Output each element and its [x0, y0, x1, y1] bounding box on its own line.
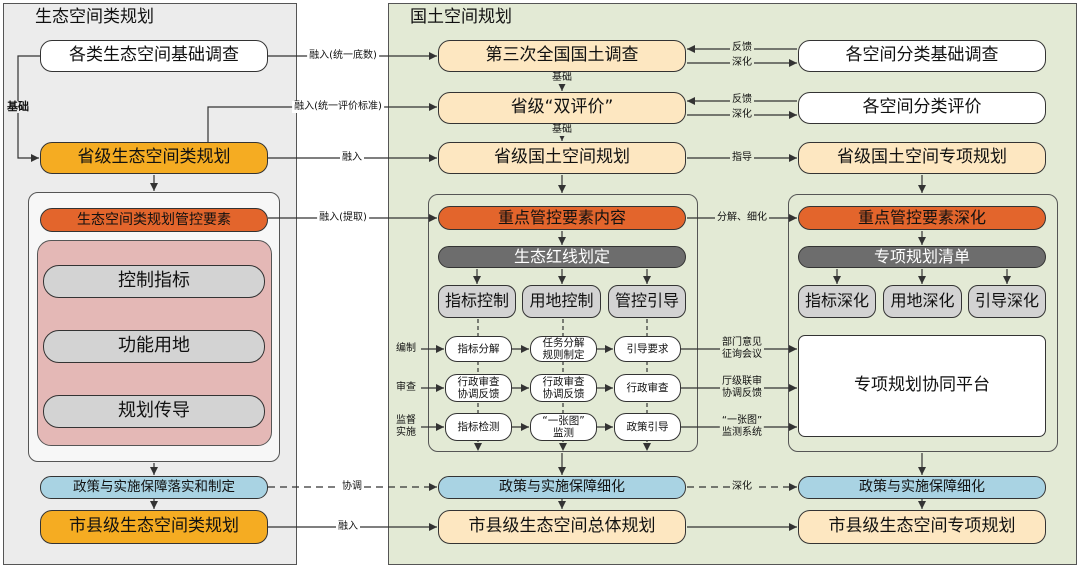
stage-link-label: “一张图” 监测系统	[719, 415, 765, 439]
survey-feedback-label: 反馈	[730, 42, 754, 54]
stage-label-supervise: 监督 实施	[394, 415, 418, 439]
basis-label: 基础	[5, 100, 31, 113]
stage-label-review: 审查	[394, 382, 418, 394]
integrate-provincial-label: 融入	[340, 152, 364, 164]
stage-cell: 政策引导	[614, 413, 681, 441]
special-list-box: 专项规划清单	[798, 246, 1046, 268]
policy-deepen-label: 深化	[730, 481, 754, 493]
stage-cell: 行政审查	[614, 374, 681, 402]
evaluation-feedback-label: 反馈	[730, 94, 754, 106]
category-survey-box: 各空间分类基础调查	[798, 40, 1046, 72]
eco-provincial-box: 省级生态空间类规划	[40, 142, 268, 174]
control-guidance-box: 管控引导	[608, 285, 686, 318]
overall-control-container	[428, 194, 698, 452]
stage-cell: 行政审查 协调反馈	[445, 374, 512, 402]
special-control-container	[788, 194, 1058, 452]
national-survey-box: 第三次全国国土调查	[438, 40, 686, 72]
ecological-panel-title: 生态空间类规划	[35, 7, 154, 27]
deepen-guidance-box: 引导深化	[968, 285, 1046, 318]
stage-cell: 引导要求	[614, 336, 681, 362]
overall-policy-box: 政策与实施保障细化	[438, 476, 686, 499]
territorial-panel-title: 国土空间规划	[410, 7, 512, 27]
eco-control-elements-box: 生态空间类规划管控要素	[40, 208, 268, 232]
stage-cell: 指标分解	[445, 336, 512, 362]
special-provincial-box: 省级国土空间专项规划	[798, 142, 1046, 174]
integrate-evaluation-label: 融入(统一评价标准)	[292, 101, 384, 113]
coordinate-label: 协调	[340, 481, 364, 493]
stage-label-compile: 编制	[394, 343, 418, 355]
special-city-box: 市县级生态空间专项规划	[798, 510, 1046, 544]
stage-cell: 任务分解 规则制定	[530, 336, 597, 362]
eco-city-box: 市县级生态空间类规划	[40, 510, 268, 544]
dual-evaluation-box: 省级“双评价”	[438, 92, 686, 124]
stage-cell: 指标检测	[445, 413, 512, 441]
basis-label-2: 基础	[550, 124, 574, 136]
control-item-land-use: 功能用地	[43, 330, 265, 363]
redline-box: 生态红线划定	[438, 246, 686, 268]
integrate-city-label: 融入	[336, 521, 360, 533]
basis-label-1: 基础	[550, 72, 574, 84]
deepen-land-use-box: 用地深化	[883, 285, 962, 318]
special-policy-box: 政策与实施保障细化	[798, 476, 1046, 499]
integrate-survey-label: 融入(统一底数)	[307, 50, 379, 62]
stage-link-label: 部门意见 征询会议	[720, 337, 764, 361]
overall-city-box: 市县级生态空间总体规划	[438, 510, 686, 544]
guide-label: 指导	[730, 152, 754, 164]
evaluation-deepen-label: 深化	[730, 109, 754, 121]
stage-cell: “一张图” 监测	[530, 413, 597, 441]
control-indicators-box: 指标控制	[438, 285, 516, 318]
control-land-use-box: 用地控制	[522, 285, 601, 318]
integrate-elements-label: 融入(提取)	[317, 212, 369, 224]
control-item-transmission: 规划传导	[43, 395, 265, 428]
eco-survey-box: 各类生态空间基础调查	[40, 40, 268, 72]
provincial-territorial-box: 省级国土空间规划	[438, 142, 686, 174]
eco-policy-box: 政策与实施保障落实和制定	[40, 476, 268, 499]
deepen-indicators-box: 指标深化	[798, 285, 876, 318]
collaboration-platform-box: 专项规划协同平台	[798, 335, 1046, 437]
category-evaluation-box: 各空间分类评价	[798, 92, 1046, 124]
stage-link-label: 厅级联审 协调反馈	[720, 376, 764, 400]
survey-deepen-label: 深化	[730, 57, 754, 69]
decompose-label: 分解、细化	[715, 212, 769, 224]
key-elements-deepen-box: 重点管控要素深化	[798, 206, 1046, 230]
stage-cell: 行政审查 协调反馈	[530, 374, 597, 402]
key-control-elements-box: 重点管控要素内容	[438, 206, 686, 230]
control-item-indicators: 控制指标	[43, 265, 265, 298]
